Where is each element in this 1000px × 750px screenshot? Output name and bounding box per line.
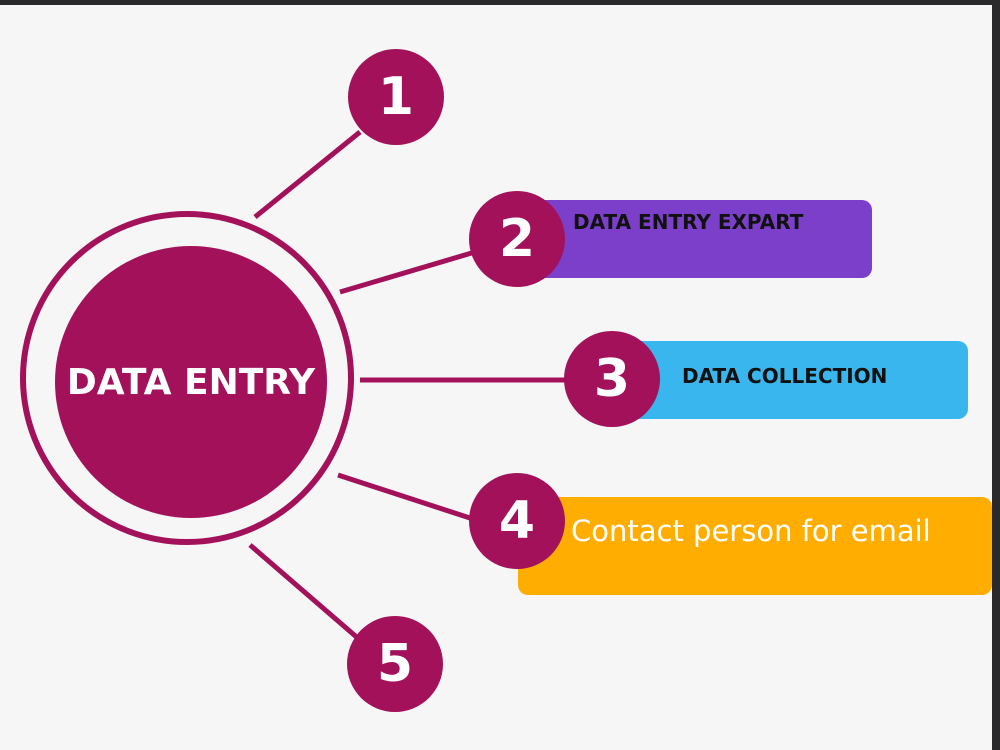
box-3-label: DATA COLLECTION	[682, 364, 888, 388]
node-3-number: 3	[593, 349, 631, 409]
box-4: Contact person for email	[518, 497, 992, 595]
frame-edge	[992, 0, 1000, 750]
node-2: 2	[469, 191, 565, 287]
node-5: 5	[347, 616, 443, 712]
connector-lines	[248, 130, 570, 642]
hub-label: DATA ENTRY	[66, 361, 316, 403]
node-1-number: 1	[377, 67, 415, 127]
hub-circle: DATA ENTRY	[55, 246, 327, 518]
box-2-label: DATA ENTRY EXPART	[573, 210, 804, 234]
node-2-number: 2	[498, 209, 536, 269]
connector-5	[248, 543, 362, 642]
box-3: DATA COLLECTION	[612, 341, 968, 419]
node-4-number: 4	[498, 491, 536, 551]
node-5-number: 5	[376, 634, 414, 694]
node-1: 1	[348, 49, 444, 145]
node-3: 3	[564, 331, 660, 427]
box-4-label: Contact person for email	[571, 514, 931, 548]
box-2: DATA ENTRY EXPART	[520, 200, 872, 278]
node-4: 4	[469, 473, 565, 569]
connector-2	[339, 249, 476, 295]
connector-4	[337, 472, 474, 522]
connector-1	[253, 130, 362, 219]
diagram-canvas: DATA ENTRY 1 DATA ENTRY EXPART 2 DATA CO…	[0, 5, 992, 750]
